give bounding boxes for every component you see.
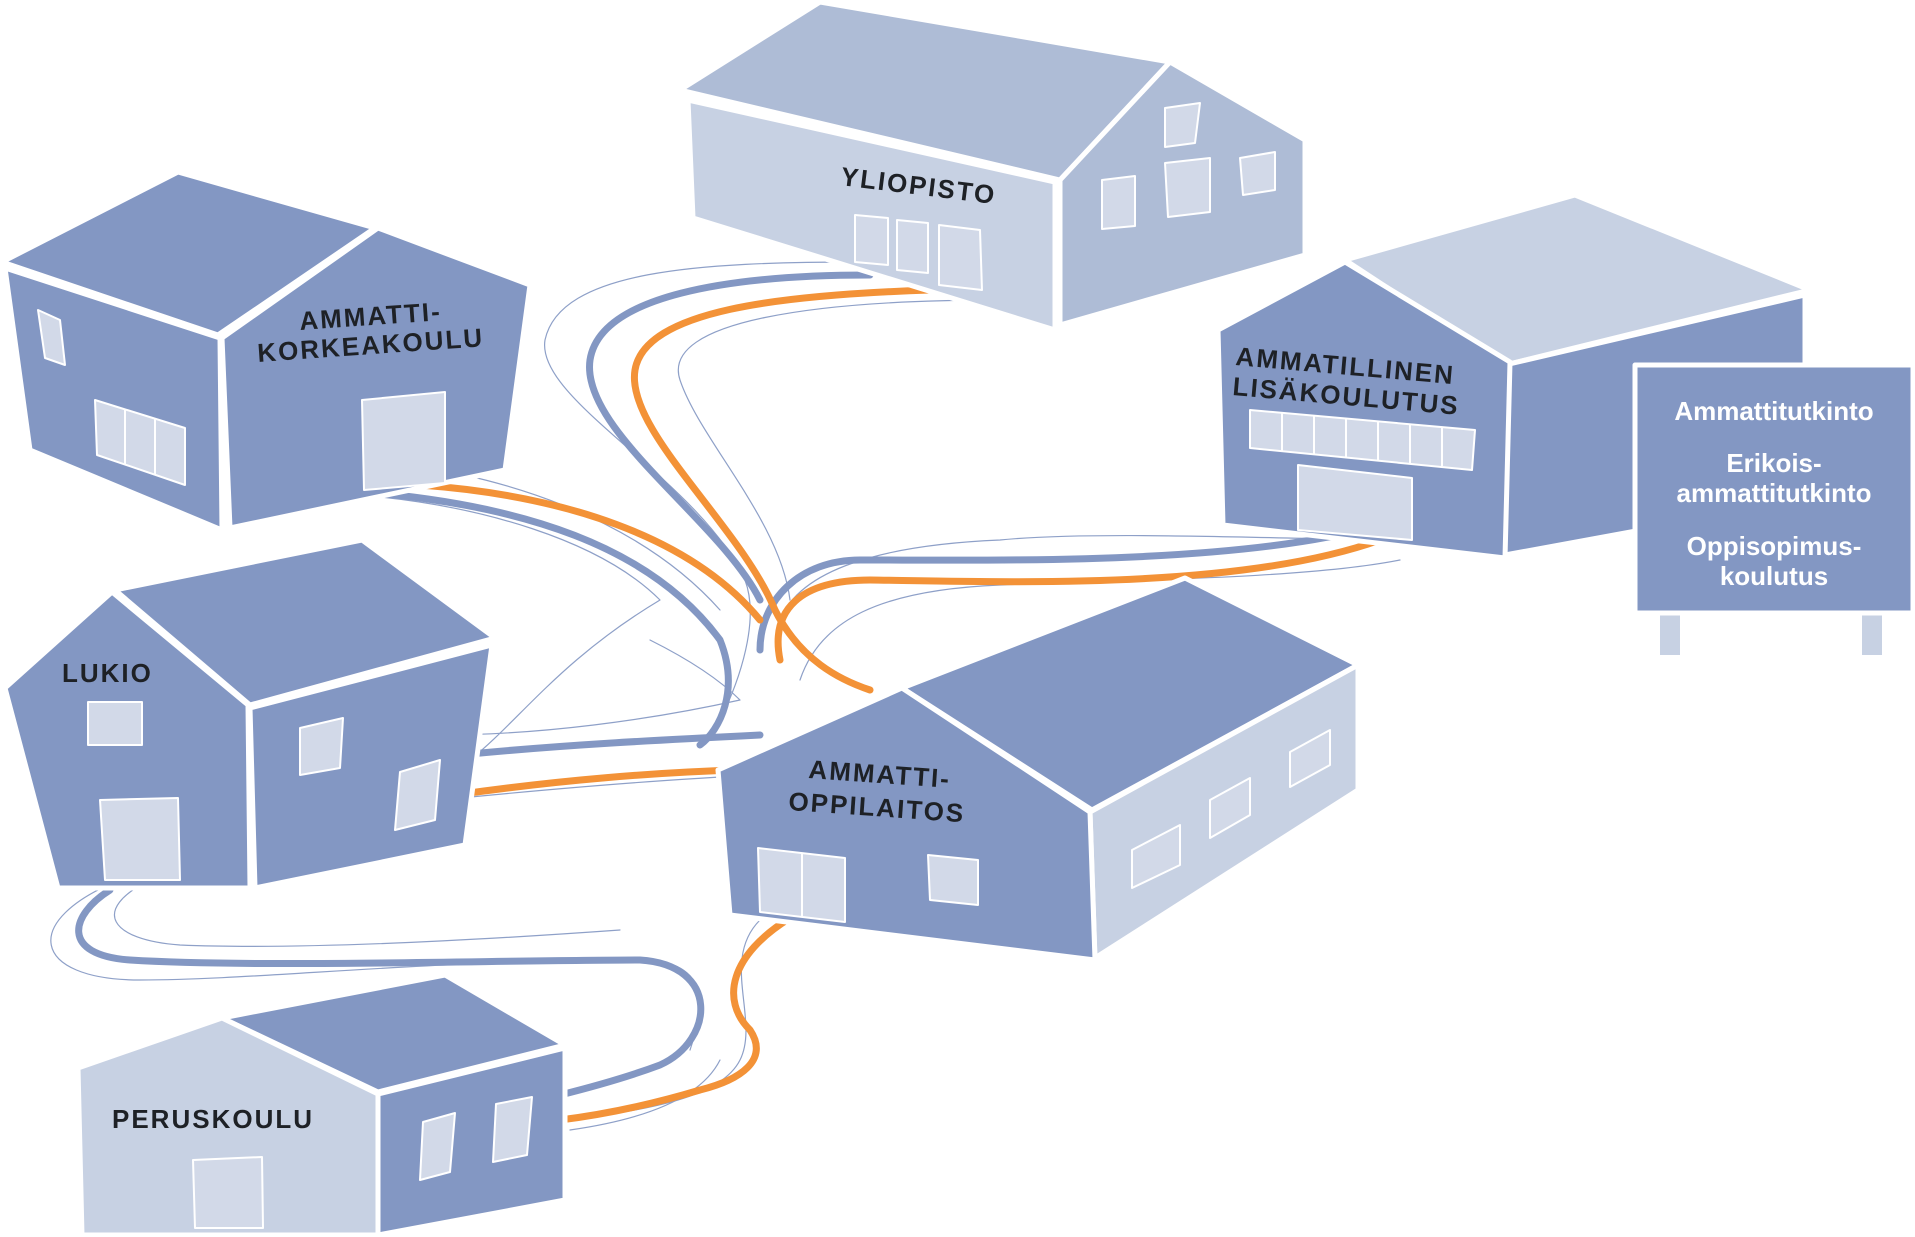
orange-path: [630, 286, 934, 694]
door: [99, 797, 181, 881]
windows: [87, 701, 441, 881]
path-outline: [544, 261, 861, 721]
building-peruskoulu: PERUSKOULU: [75, 972, 568, 1237]
orange-path: [416, 481, 764, 624]
sign-post: [1862, 605, 1882, 655]
door: [192, 1156, 264, 1229]
building-lukio: LUKIO: [2, 537, 498, 891]
path-outline: [569, 1059, 721, 1131]
window: [419, 1112, 456, 1181]
windows: [854, 102, 1276, 291]
sign-item-erikois-line1: Erikois-: [1726, 448, 1821, 478]
path-outline: [677, 299, 1001, 601]
window: [37, 309, 66, 366]
windows: [37, 309, 446, 491]
path-outline: [113, 879, 621, 947]
sign-item-oppisopimus-line1: Oppisopimus-: [1687, 531, 1862, 561]
blue-path: [756, 521, 1384, 654]
sign-item-oppisopimus-line2: koulutus: [1720, 561, 1828, 591]
label-lukio: LUKIO: [62, 658, 153, 688]
window: [87, 701, 143, 746]
qualification-sign: Ammattitutkinto Erikois- ammattitutkinto…: [1632, 362, 1915, 655]
windows: [192, 1096, 533, 1229]
window: [394, 759, 441, 831]
side-wall: [375, 1045, 568, 1237]
building-yliopisto: YLIOPISTO: [677, 0, 1308, 333]
sign-board: [1632, 362, 1915, 616]
orange-path: [451, 766, 744, 799]
window: [1101, 175, 1136, 230]
path-outline: [359, 494, 661, 761]
building-ammattikorkeakoulu: AMMATTI- KORKEAKOULU: [0, 169, 533, 533]
blue-path: [75, 886, 705, 1099]
sign-item-erikois-line2: ammattitutkinto: [1677, 478, 1872, 508]
sign-post: [1660, 605, 1680, 655]
orange-path: [774, 536, 1384, 664]
window: [938, 224, 983, 291]
window: [1209, 777, 1251, 839]
side-wall: [247, 642, 495, 891]
path-outline: [779, 534, 1411, 621]
orange-paths: [416, 286, 1384, 1124]
gable-wall: [219, 225, 533, 531]
blue-path: [456, 731, 764, 759]
orange-path: [556, 914, 794, 1124]
window: [927, 854, 979, 906]
window: [854, 214, 889, 266]
path-network: [50, 261, 1411, 1131]
windows: [1249, 409, 1476, 541]
path-outline: [569, 919, 761, 1121]
blue-paths: [75, 271, 1384, 1099]
window: [492, 1096, 533, 1163]
window: [1239, 151, 1276, 196]
gable-wall: [1215, 259, 1513, 561]
window: [1289, 729, 1331, 788]
blue-path: [586, 271, 874, 604]
blue-path: [361, 488, 732, 749]
window: [299, 717, 344, 776]
sign-item-ammattitutkinto: Ammattitutkinto: [1674, 396, 1873, 426]
windows: [757, 729, 1331, 923]
window: [1131, 824, 1181, 889]
door: [361, 391, 446, 491]
window: [1164, 102, 1201, 148]
window: [1164, 157, 1211, 218]
window: [94, 399, 186, 486]
door: [1297, 464, 1413, 541]
building-ammattioppilaitos: AMMATTI- OPPILAITOS: [715, 575, 1361, 963]
path-outline: [439, 639, 741, 736]
label-peruskoulu: PERUSKOULU: [112, 1104, 314, 1134]
window: [896, 219, 929, 274]
window-strip: [1249, 409, 1476, 471]
